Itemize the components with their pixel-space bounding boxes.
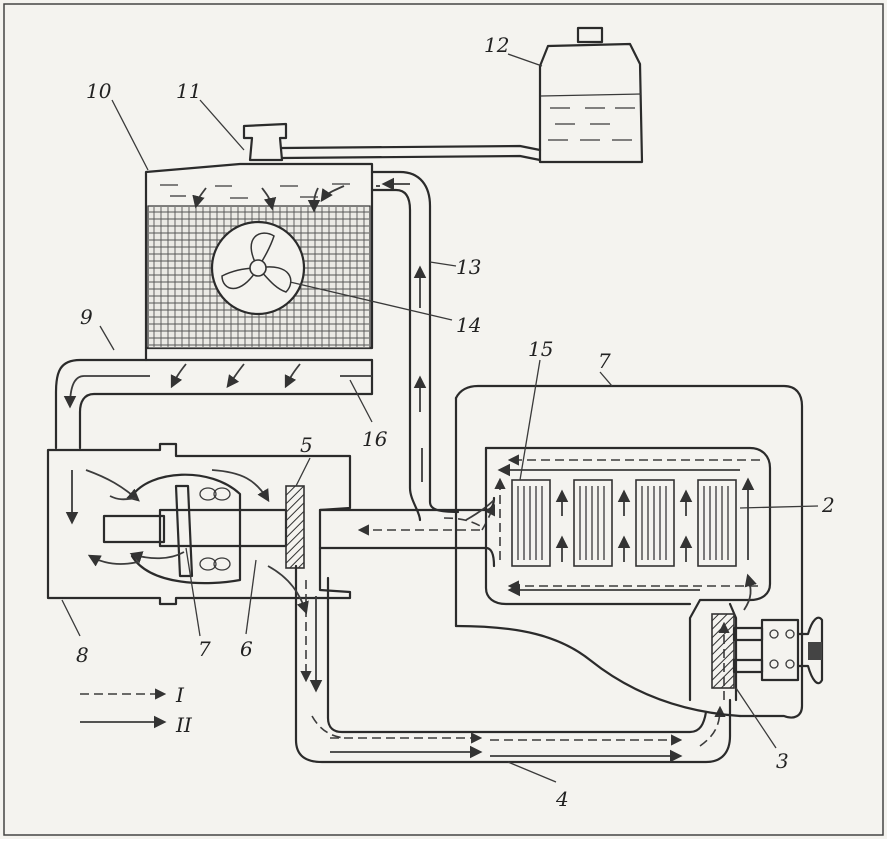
- fan: [210, 220, 306, 316]
- label-2: 2: [821, 493, 835, 517]
- lower-hose: [54, 358, 374, 450]
- overflow-hose: [280, 144, 542, 162]
- engine-pump: [711, 613, 824, 689]
- radiator-inflow-arrows: [192, 185, 380, 213]
- upper-hose: [370, 170, 460, 522]
- label-8: 8: [76, 643, 89, 667]
- label-16: 16: [362, 427, 388, 451]
- label-14: 14: [456, 313, 481, 337]
- label-6: 6: [240, 637, 253, 661]
- legend: I II: [80, 683, 193, 737]
- label-3: 3: [776, 749, 789, 773]
- return-pipe: [267, 564, 732, 764]
- expansion-tank: [538, 26, 644, 164]
- leader-lines: [61, 53, 819, 783]
- label-11: 11: [176, 79, 201, 103]
- engine-block: [454, 384, 804, 719]
- part-labels: 10 11 12 13 14 9 16 15 7 2 3 4 5 6 7 8: [76, 33, 835, 811]
- legend-solid-label: II: [175, 713, 193, 737]
- label-9: 9: [80, 305, 93, 329]
- label-15: 15: [528, 337, 553, 361]
- radiator-outflow-arrows: [170, 363, 301, 389]
- water-pump: [46, 442, 352, 606]
- label-7-pump: 7: [198, 637, 211, 661]
- label-10: 10: [86, 79, 112, 103]
- label-7-engine: 7: [598, 349, 611, 373]
- label-12: 12: [484, 33, 509, 57]
- legend-dashed-label: I: [175, 683, 185, 707]
- label-5: 5: [300, 433, 313, 457]
- label-4: 4: [555, 787, 569, 811]
- figure-frame: [3, 3, 884, 836]
- label-13: 13: [456, 255, 481, 279]
